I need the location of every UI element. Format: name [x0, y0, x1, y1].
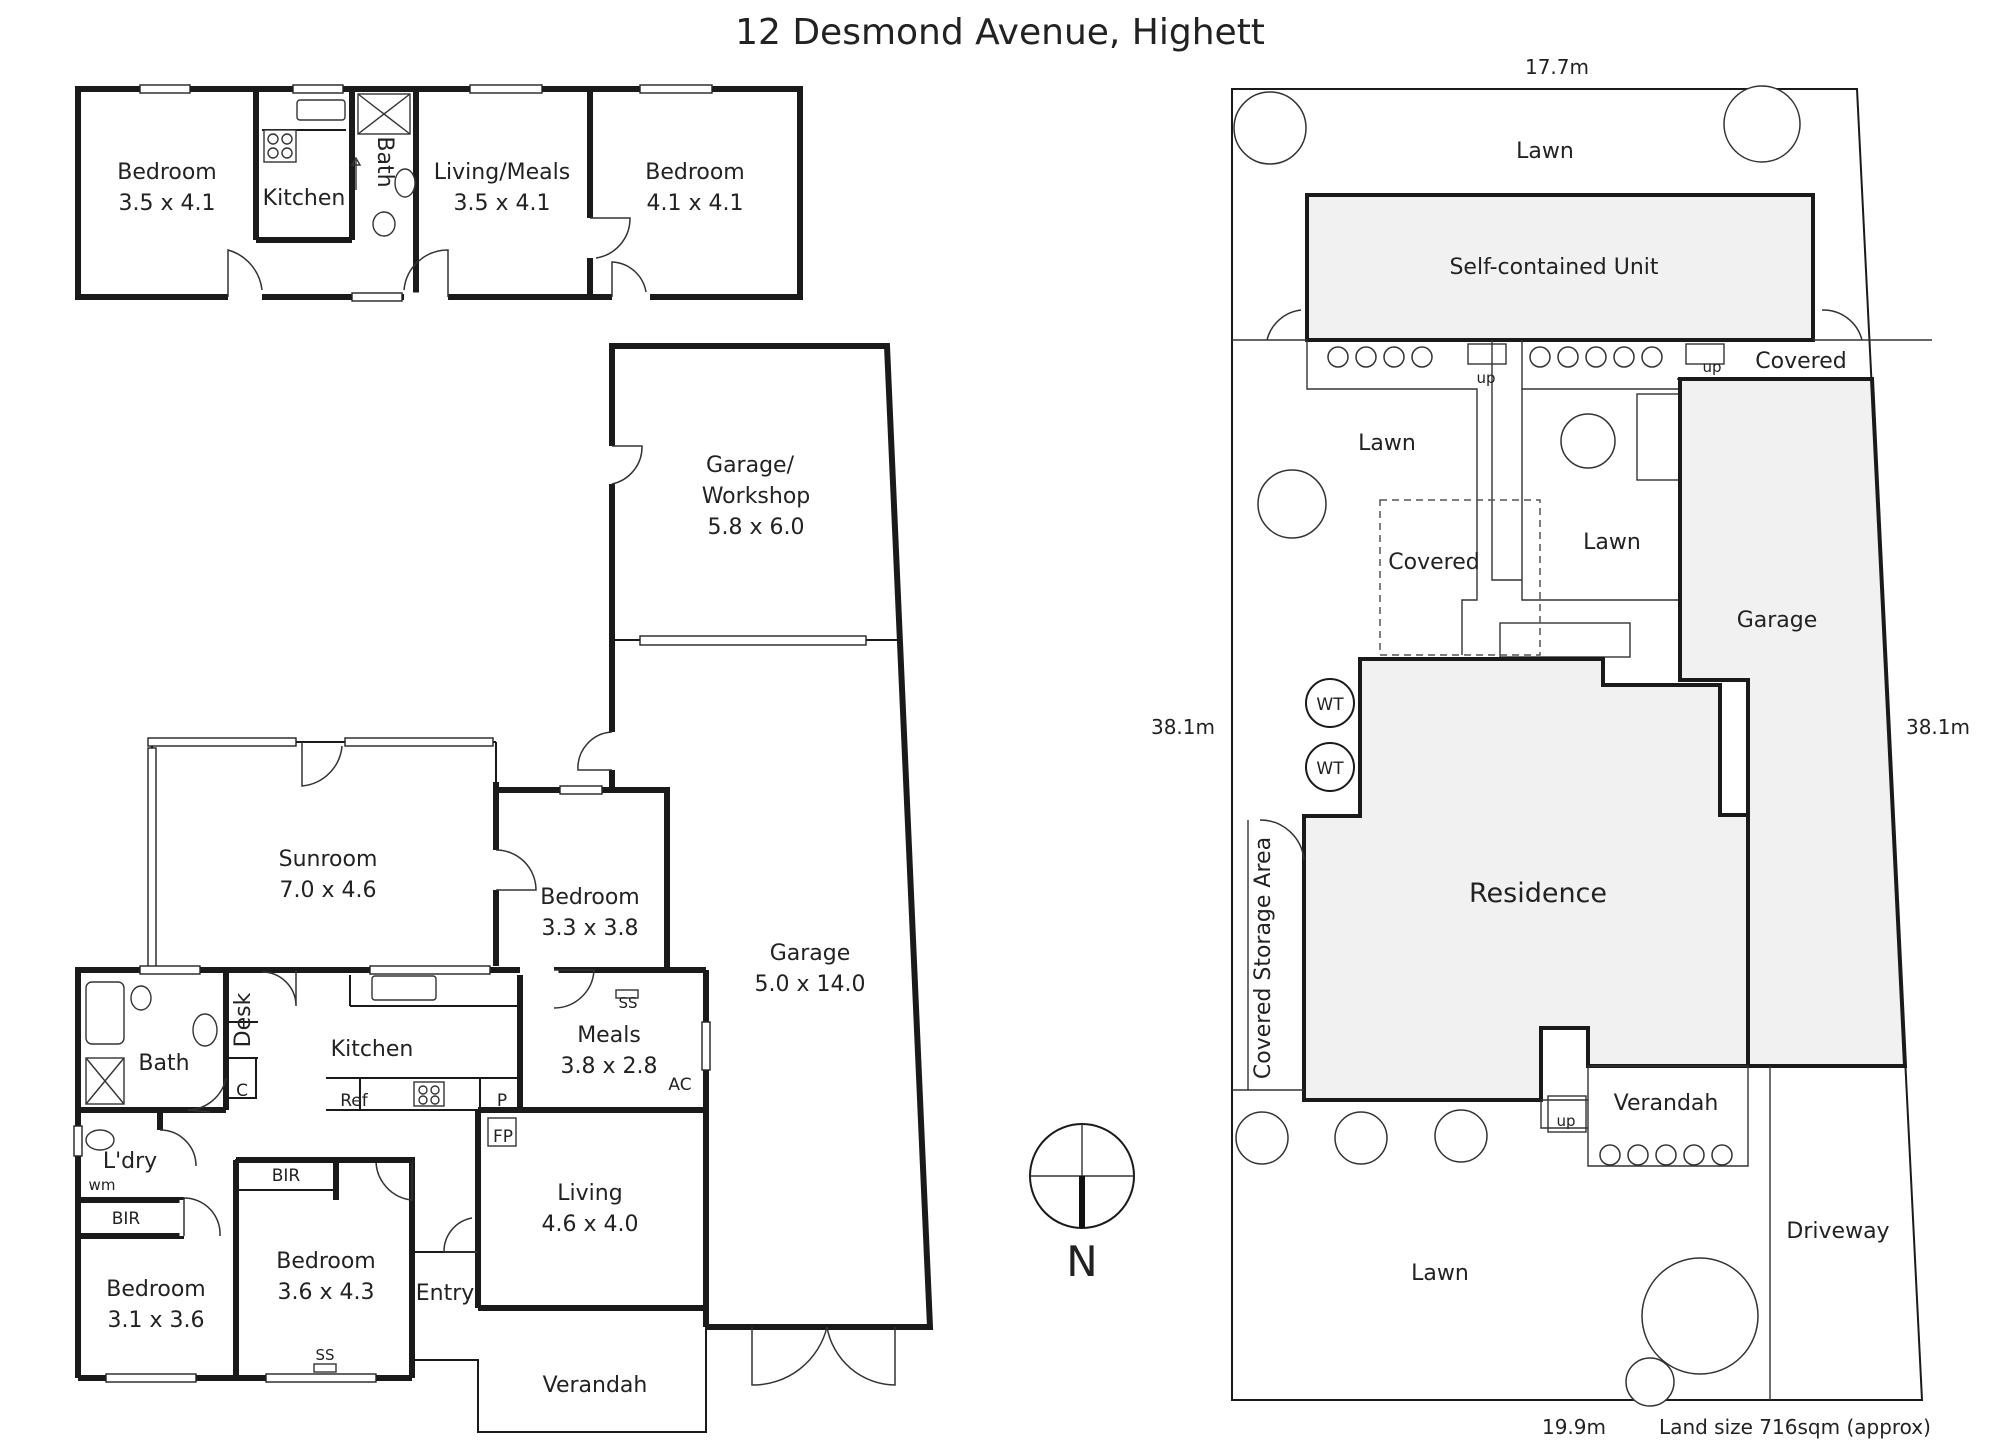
ref-label: Ref [340, 1091, 369, 1111]
unit-living-meals-size: 3.5 x 4.1 [454, 191, 551, 216]
verandah-label: Verandah [543, 1373, 648, 1398]
site-up-2: up [1702, 358, 1721, 376]
unit-bedroom-2-size: 4.1 x 4.1 [647, 191, 744, 216]
site-unit-building [1305, 193, 1815, 342]
site-bottom-width: 19.9m [1542, 1415, 1606, 1439]
site-covered-top: Covered [1755, 349, 1846, 374]
bedroom-c-size: 3.6 x 4.3 [278, 1280, 375, 1305]
entry-label: Entry [416, 1281, 475, 1306]
site-lawn-front: Lawn [1411, 1261, 1469, 1286]
site-right-depth: 38.1m [1906, 715, 1970, 739]
north-label: N [1066, 1237, 1097, 1286]
bedroom-c-label: Bedroom [276, 1249, 376, 1274]
unit-floor-plan: Bedroom 3.5 x 4.1 Kitchen Bath Living/Me… [75, 84, 803, 302]
site-driveway-label: Driveway [1786, 1219, 1889, 1244]
bedroom-a-size: 3.3 x 3.8 [542, 916, 639, 941]
garage-workshop-label-2: Workshop [702, 484, 811, 509]
toilet [394, 168, 416, 198]
site-lawn-top: Lawn [1516, 139, 1574, 164]
kitchen-label: Kitchen [331, 1037, 414, 1062]
fireplace-label: FP [493, 1127, 513, 1147]
site-residence-label: Residence [1469, 878, 1607, 909]
site-up-1: up [1476, 369, 1495, 387]
ss-label-1: SS [618, 994, 637, 1012]
site-wt-2: WT [1316, 759, 1344, 779]
site-wt-1: WT [1316, 695, 1344, 715]
bedroom-b-label: Bedroom [106, 1277, 206, 1302]
site-left-depth: 38.1m [1151, 715, 1215, 739]
sunroom-label: Sunroom [279, 847, 378, 872]
bir-label-1: BIR [272, 1166, 301, 1186]
house-floor-plan: Garage/ Workshop 5.8 x 6.0 Sunroom 7.0 x… [73, 343, 934, 1433]
bedroom-b-size: 3.1 x 3.6 [108, 1308, 205, 1333]
cupboard-label: C [236, 1081, 248, 1101]
living-size: 4.6 x 4.0 [542, 1212, 639, 1237]
unit-bath-label: Bath [372, 136, 397, 187]
unit-living-meals-label: Living/Meals [434, 160, 570, 185]
site-lawn-mid: Lawn [1583, 530, 1641, 555]
unit-bedroom-1-label: Bedroom [117, 160, 217, 185]
site-verandah-label: Verandah [1614, 1091, 1719, 1116]
ss-label-2: SS [315, 1346, 334, 1364]
garage-size: 5.0 x 14.0 [755, 972, 866, 997]
site-garage-label: Garage [1737, 608, 1818, 633]
site-covered-mid: Covered [1388, 550, 1479, 575]
desk-label: Desk [231, 992, 256, 1047]
site-lawn-mid-left: Lawn [1358, 431, 1416, 456]
ac-label: AC [668, 1075, 691, 1095]
north-compass: N [1029, 1123, 1135, 1286]
site-unit-label: Self-contained Unit [1449, 255, 1658, 280]
garage-workshop-label-1: Garage/ [706, 453, 795, 478]
site-covered-storage: Covered Storage Area [1251, 837, 1276, 1079]
laundry-label: L'dry [103, 1149, 157, 1174]
meals-size: 3.8 x 2.8 [561, 1054, 658, 1079]
sink [296, 99, 346, 121]
bedroom-a-label: Bedroom [540, 885, 640, 910]
unit-bedroom-2-label: Bedroom [645, 160, 745, 185]
garage-label: Garage [770, 941, 851, 966]
land-size: Land size 716sqm (approx) [1659, 1415, 1931, 1439]
page-title: 12 Desmond Avenue, Highett [735, 12, 1265, 53]
site-up-3: up [1556, 1112, 1575, 1130]
bir-label-2: BIR [112, 1209, 141, 1229]
unit-kitchen-label: Kitchen [263, 186, 346, 211]
pantry-label: P [497, 1091, 507, 1111]
washing-machine-label: wm [89, 1176, 116, 1194]
sunroom-size: 7.0 x 4.6 [280, 878, 377, 903]
living-label: Living [557, 1181, 622, 1206]
site-top-width: 17.7m [1525, 55, 1589, 79]
site-plan: 17.7m 38.1m 38.1m 19.9m Land size 716sqm… [1151, 55, 1970, 1439]
bath-label: Bath [138, 1051, 189, 1076]
basin [372, 211, 396, 237]
meals-label: Meals [577, 1023, 641, 1048]
unit-bedroom-1-size: 3.5 x 4.1 [119, 191, 216, 216]
cooktop [263, 129, 297, 163]
garage-workshop-size: 5.8 x 6.0 [708, 515, 805, 540]
